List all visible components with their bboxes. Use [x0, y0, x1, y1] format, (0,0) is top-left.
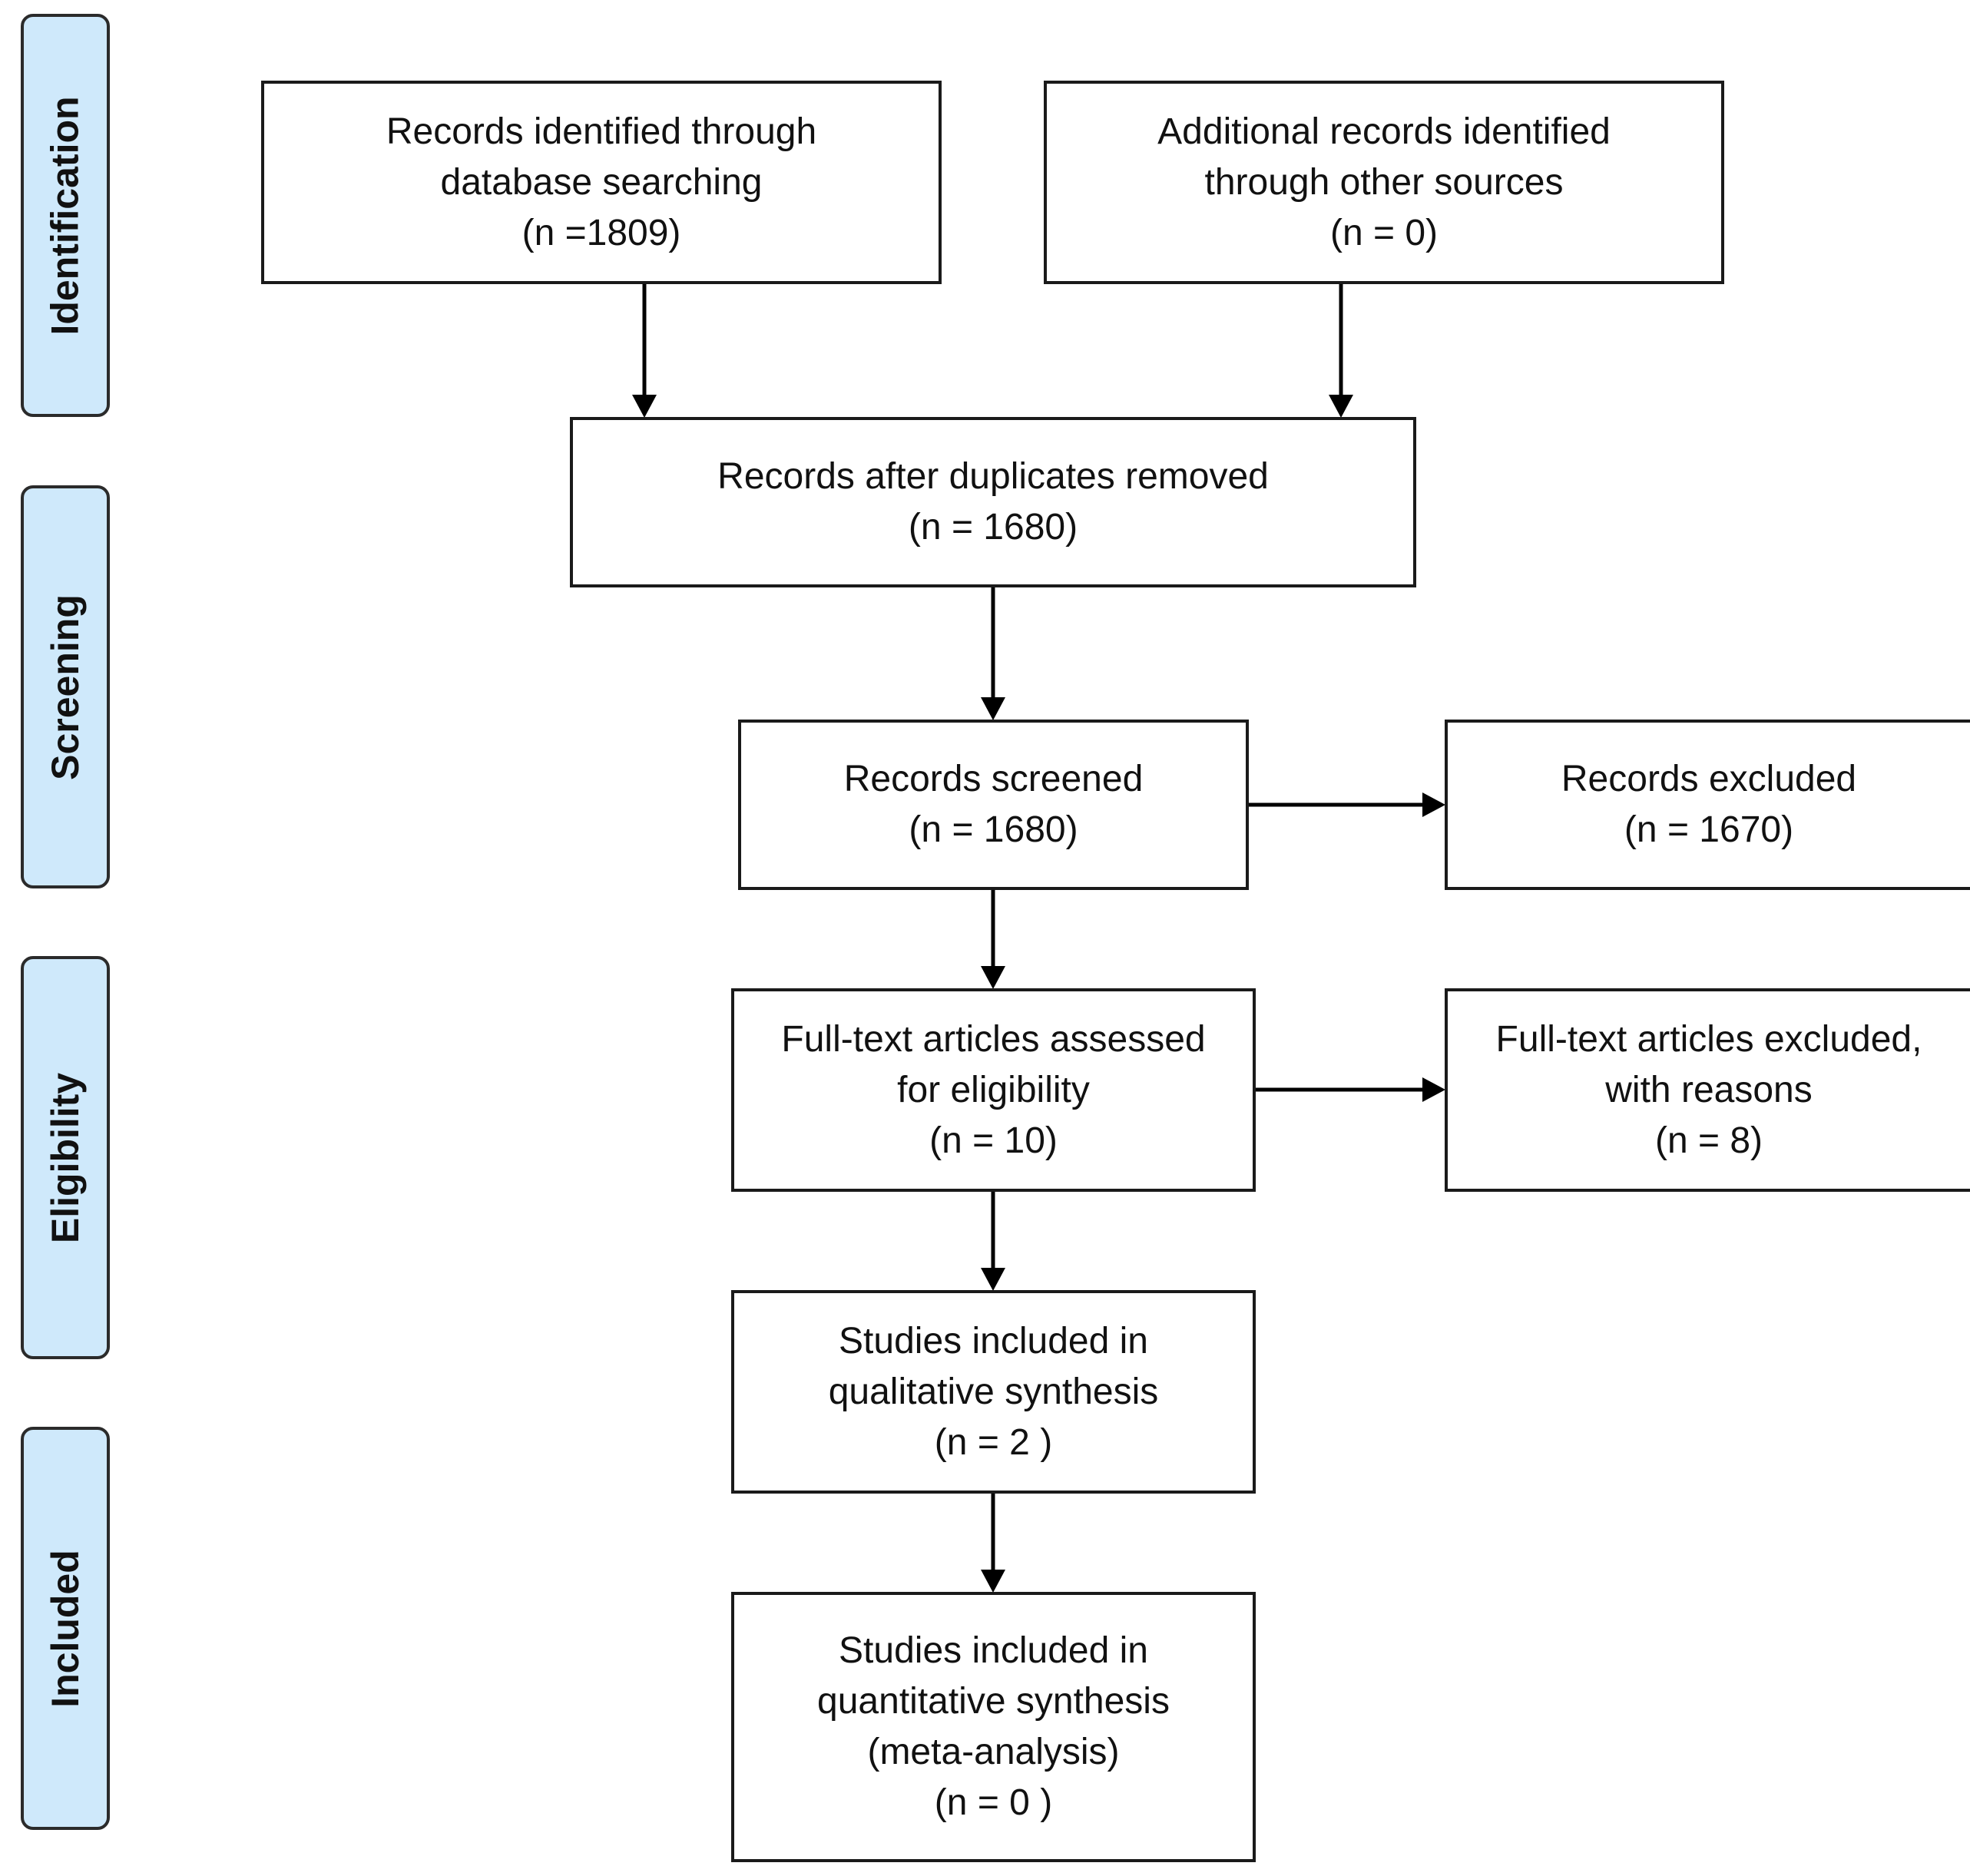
records-excluded-line1: Records excluded [1561, 759, 1857, 799]
arrowhead-other-to-duplicates [1329, 395, 1353, 418]
box-records-screened: Records screened (n = 1680) [738, 720, 1249, 890]
other-sources-count: (n = 0) [1329, 212, 1439, 253]
database-records-count: (n =1809) [521, 212, 681, 253]
records-screened-count: (n = 1680) [909, 809, 1078, 850]
other-sources-line1: Additional records identified [1157, 111, 1611, 152]
arrowhead-screened-to-fulltext [981, 966, 1005, 989]
after-duplicates-count: (n = 1680) [908, 507, 1078, 548]
qualitative-line1: Studies included in [839, 1320, 1148, 1362]
records-excluded-count: (n = 1670) [1624, 809, 1794, 850]
fulltext-assessed-line2: for eligibility [897, 1069, 1090, 1110]
arrowhead-duplicates-to-screened [981, 697, 1005, 720]
fulltext-excluded-count: (n = 8) [1654, 1120, 1763, 1161]
fulltext-assessed-line1: Full-text articles assessed [781, 1018, 1206, 1060]
phase-eligibility: Eligibility [21, 956, 110, 1359]
box-database-records: Records identified through database sear… [261, 81, 942, 284]
database-records-line1: Records identified through [386, 111, 817, 152]
arrowhead-fulltext-to-qualitative [981, 1268, 1005, 1291]
box-fulltext-assessed: Full-text articles assessed for eligibil… [731, 988, 1256, 1192]
box-fulltext-excluded: Full-text articles excluded, with reason… [1445, 988, 1970, 1192]
box-records-excluded: Records excluded (n = 1670) [1445, 720, 1970, 890]
other-sources-line2: through other sources [1204, 161, 1564, 203]
fulltext-excluded-line2: with reasons [1605, 1069, 1813, 1110]
after-duplicates-line1: Records after duplicates removed [717, 456, 1269, 497]
arrowhead-qualitative-to-quantitative [981, 1570, 1005, 1593]
arrowhead-database-to-duplicates [632, 395, 657, 418]
qualitative-line2: qualitative synthesis [828, 1371, 1159, 1412]
box-other-sources: Additional records identified through ot… [1044, 81, 1724, 284]
arrowhead-screened-to-excluded [1422, 792, 1445, 817]
quantitative-count: (n = 0 ) [934, 1782, 1053, 1823]
phase-screening: Screening [21, 485, 110, 888]
records-screened-line1: Records screened [843, 759, 1144, 799]
database-records-line2: database searching [440, 161, 763, 203]
arrowhead-fulltext-to-excluded [1422, 1077, 1445, 1102]
box-quantitative-synthesis: Studies included in quantitative synthes… [731, 1592, 1256, 1862]
fulltext-excluded-line1: Full-text articles excluded, [1495, 1018, 1922, 1060]
quantitative-line2: quantitative synthesis [817, 1681, 1170, 1722]
fulltext-assessed-count: (n = 10) [929, 1120, 1058, 1161]
quantitative-line3: (meta-analysis) [867, 1732, 1120, 1772]
phase-identification: Identification [21, 14, 110, 417]
box-qualitative-synthesis: Studies included in qualitative synthesi… [731, 1290, 1256, 1494]
qualitative-count: (n = 2 ) [934, 1421, 1053, 1463]
quantitative-line1: Studies included in [839, 1630, 1148, 1671]
box-after-duplicates: Records after duplicates removed (n = 16… [570, 417, 1416, 587]
phase-included: Included [21, 1427, 110, 1830]
